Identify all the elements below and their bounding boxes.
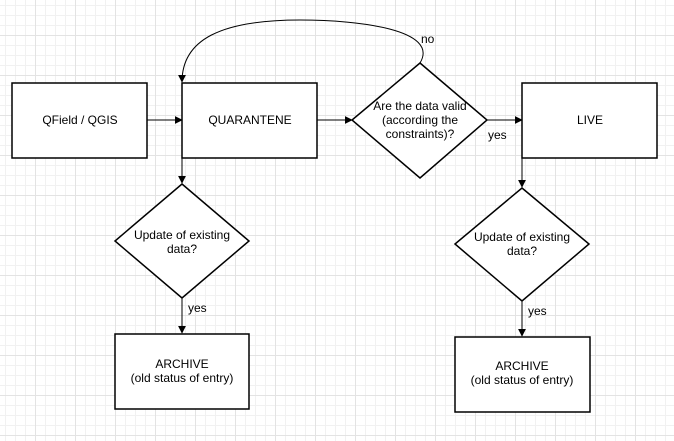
data-valid-decision xyxy=(350,62,489,179)
update-right-line-2: data? xyxy=(507,244,537,258)
qfield-qgis-box xyxy=(11,82,148,159)
live-box xyxy=(521,82,658,159)
archive-right-line-1: ARCHIVE xyxy=(495,359,548,373)
archive-left-line-2: (old status of entry) xyxy=(131,371,234,385)
archive-left-box xyxy=(114,333,250,410)
archive-left-line-1: ARCHIVE xyxy=(155,357,208,371)
edge-label-no: no xyxy=(421,32,435,46)
update-left-line-1: Update of existing xyxy=(134,228,230,242)
quarantene-label: QUARANTENE xyxy=(208,113,291,127)
update-right-line-1: Update of existing xyxy=(474,230,570,244)
valid-question-line-2: (according the xyxy=(382,113,458,127)
edge-label-yes-valid: yes xyxy=(488,128,507,142)
archive-right-box xyxy=(454,336,591,413)
quarantene-box xyxy=(181,82,318,159)
valid-question-line-3: constraints)? xyxy=(386,127,455,141)
archive-right-line-2: (old status of entry) xyxy=(471,373,574,387)
edge-valid-no-to-quarantene xyxy=(178,19,424,83)
live-label: LIVE xyxy=(577,113,603,127)
valid-question-line-1: Are the data valid xyxy=(373,99,466,113)
update-left-line-2: data? xyxy=(167,242,197,256)
qfield-qgis-label: QField / QGIS xyxy=(42,113,117,127)
update-existing-decision-right xyxy=(453,187,591,302)
update-existing-decision-left xyxy=(113,183,251,299)
edge-label-yes-left: yes xyxy=(188,301,207,315)
edge-label-yes-right: yes xyxy=(528,304,547,318)
